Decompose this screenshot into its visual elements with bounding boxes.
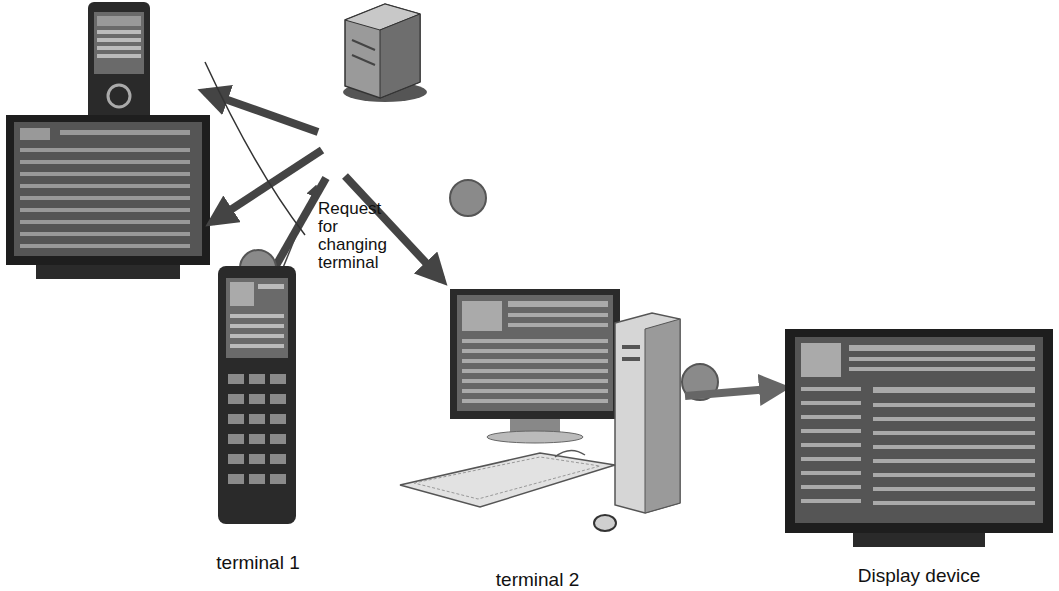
desktop-pc (390, 285, 685, 547)
step-circle (450, 180, 486, 216)
connector-arrow (685, 388, 783, 396)
mobile-terminal (216, 264, 300, 528)
annotation-label: Request for changing terminal (318, 200, 392, 271)
device-node: Display device (783, 325, 1055, 587)
server (343, 4, 427, 102)
device-label: terminal 2 (390, 569, 685, 591)
display-monitor (783, 325, 1055, 553)
device-label: terminal 1 (212, 552, 304, 574)
monitor (6, 115, 210, 279)
device-label: Display device (783, 565, 1055, 587)
device-node: terminal 1 (212, 262, 304, 574)
arc (205, 62, 305, 235)
device-node: terminal 2 (390, 285, 685, 591)
